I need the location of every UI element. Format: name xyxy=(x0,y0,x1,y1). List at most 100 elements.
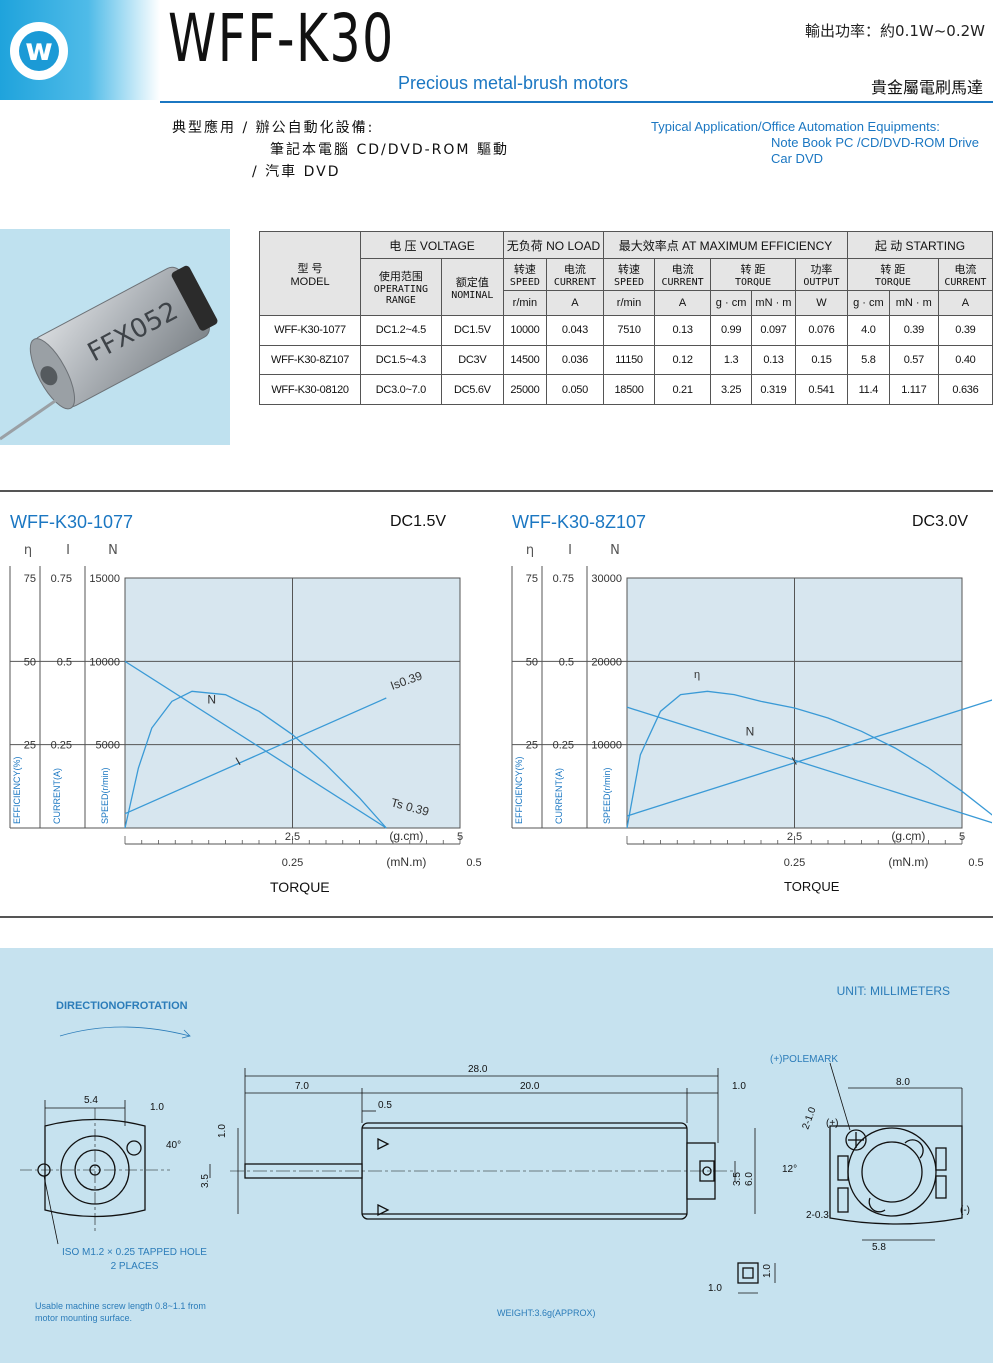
th-me-speed-en: SPEED xyxy=(613,277,645,288)
chart-divider-bottom xyxy=(0,916,993,918)
y-axis-label: CURRENT(A) xyxy=(554,768,564,824)
y-axis-label: EFFICIENCY(%) xyxy=(514,756,524,824)
table-cell: 14500 xyxy=(502,344,547,376)
y-tick-label: 0.5 xyxy=(57,656,72,668)
unit-me-rmin: r/min xyxy=(602,290,656,316)
table-cell: WFF-K30-08120 xyxy=(258,374,362,405)
x-unit-mnm: (mN.m) xyxy=(888,855,928,869)
y-axis-label: CURRENT(A) xyxy=(52,768,62,824)
chart2-xlabel: TORQUE xyxy=(784,879,840,894)
chart2-voltage: DC3.0V xyxy=(912,513,969,530)
table-cell: 0.21 xyxy=(654,374,712,405)
x-tick-label: 0.5 xyxy=(968,857,983,869)
drawing-lines: 28.0 7.0 20.0 0.5 1.0 5.4 1.0 40° 3.5 1.… xyxy=(20,1026,970,1294)
dim-1b: 1.0 xyxy=(150,1102,164,1113)
th-st-torque-en: TORQUE xyxy=(874,277,911,288)
y-tick-label: 50 xyxy=(24,656,36,668)
y-tick-label: 75 xyxy=(526,573,538,585)
table-cell: 0.043 xyxy=(545,315,605,346)
x-tick-label: 0.25 xyxy=(784,857,805,869)
series-line-current xyxy=(626,699,992,817)
label-i: I xyxy=(789,754,799,768)
table-cell: 0.12 xyxy=(654,344,712,376)
dim-1a: 1.0 xyxy=(732,1081,746,1092)
y-axis-label: SPEED(r/min) xyxy=(100,767,110,824)
dim-2x03: 2-0.3 xyxy=(806,1210,829,1221)
table-cell: 1.3 xyxy=(710,344,752,376)
dim-80: 8.0 xyxy=(896,1077,910,1088)
th-me-torque: 转 距 TORQUE xyxy=(710,258,796,291)
chart2-plot: η755025EFFICIENCY(%)I0.750.50.25CURRENT(… xyxy=(511,543,992,869)
table-cell: 10000 xyxy=(502,315,547,346)
app-cn-line3: / 汽車 DVD xyxy=(252,164,341,180)
unit-nl-rmin: r/min xyxy=(502,290,547,316)
table-cell: 0.636 xyxy=(937,374,993,405)
unit-st-a: A xyxy=(937,290,993,316)
applications-en: Typical Application/Office Automation Eq… xyxy=(651,119,979,167)
series-line-efficiency xyxy=(124,690,387,829)
tapped-hole-note: ISO M1.2 × 0.25 TAPPED HOLE 2 PLACES xyxy=(62,1246,207,1274)
y-tick-label: 0.25 xyxy=(553,740,574,752)
table-cell: DC5.6V xyxy=(440,374,504,405)
table-cell: 0.99 xyxy=(710,315,752,346)
series-line-current xyxy=(124,697,387,815)
label-eta: η xyxy=(694,669,700,681)
table-cell: DC3V xyxy=(440,344,504,376)
page-title: WFF-K30 xyxy=(168,0,395,77)
table-cell: 0.13 xyxy=(751,344,796,376)
y-tick-label: 5000 xyxy=(96,740,120,752)
th-st-current-cn: 电流 xyxy=(954,264,977,276)
y-tick-label: 25 xyxy=(526,740,538,752)
dim-54: 5.4 xyxy=(84,1095,98,1106)
th-range-en2: RANGE xyxy=(385,295,416,306)
logo-mark: w xyxy=(19,31,59,71)
table-cell: 0.13 xyxy=(654,315,712,346)
th-model-en: MODEL xyxy=(290,275,330,288)
unit-me-w: W xyxy=(794,290,848,316)
dim-58: 5.8 xyxy=(872,1242,886,1253)
axis-symbol: N xyxy=(108,543,118,558)
label-n: N xyxy=(746,724,755,738)
th-st-torque-cn: 转 距 xyxy=(880,264,906,276)
app-en-line1: Typical Application/Office Automation Eq… xyxy=(651,119,940,134)
table-cell: 4.0 xyxy=(846,315,890,346)
axis-symbol: η xyxy=(526,543,534,558)
th-nl-current-en: CURRENT xyxy=(553,277,596,288)
th-nl-speed-en: SPEED xyxy=(509,277,540,288)
table-cell: 25000 xyxy=(502,374,547,405)
th-range-cn: 使用范围 xyxy=(378,271,423,283)
th-nl-current-cn: 电流 xyxy=(563,264,586,276)
th-me-torque-cn: 转 距 xyxy=(740,264,766,276)
motor-illustration: FFX052 xyxy=(0,265,218,441)
series-line-speed xyxy=(626,706,992,824)
th-st-current-en: CURRENT xyxy=(944,277,987,288)
th-me-speed: 转速 SPEED xyxy=(602,258,656,291)
th-me-speed-cn: 转速 xyxy=(618,264,641,276)
dim-7: 7.0 xyxy=(295,1081,309,1092)
table-cell: 11150 xyxy=(602,344,656,376)
th-voltage: 电 压 VOLTAGE xyxy=(360,231,504,259)
tapped-hole-line2: 2 PLACES xyxy=(110,1261,159,1272)
dim-12deg: 12° xyxy=(782,1164,797,1175)
output-power: 輸出功率：約0.1W~0.2W xyxy=(805,22,985,40)
app-en-line3: Car DVD xyxy=(771,151,824,166)
logo: w xyxy=(10,22,68,80)
y-tick-label: 15000 xyxy=(89,573,120,585)
axis-symbol: I xyxy=(568,543,572,558)
dim-2x10: 2-1.0 xyxy=(800,1105,818,1131)
y-tick-label: 0.5 xyxy=(559,656,574,668)
table-cell: 0.39 xyxy=(888,315,939,346)
th-model-cn: 型 号 xyxy=(297,262,323,275)
dim-40deg: 40° xyxy=(166,1140,181,1151)
th-me-current-en: CURRENT xyxy=(661,277,704,288)
table-cell: DC1.2~4.5 xyxy=(360,315,442,346)
x-tick-label: 2.5 xyxy=(787,831,802,843)
dim-35b: 3.5 xyxy=(732,1172,743,1186)
dim-1d: 1.0 xyxy=(762,1264,773,1278)
table-cell: WFF-K30-8Z107 xyxy=(258,344,362,376)
unit-nl-a: A xyxy=(545,290,605,316)
app-en-line2: Note Book PC /CD/DVD-ROM Drive xyxy=(771,135,980,150)
